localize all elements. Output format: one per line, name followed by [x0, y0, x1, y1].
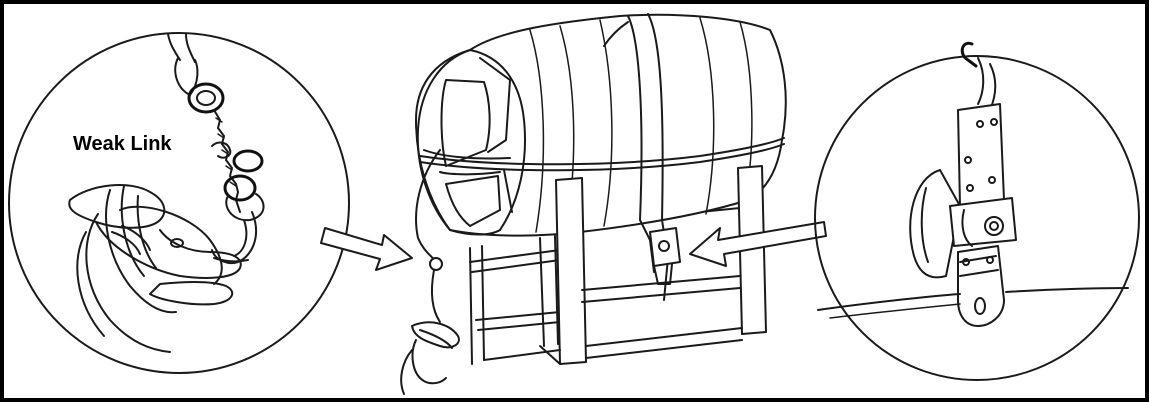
raft-canister-assembly	[400, 13, 787, 395]
pointer-arrow-left	[320, 227, 413, 271]
weak-link-detail-circle	[8, 32, 350, 374]
weak-link-label: Weak Link	[73, 133, 172, 155]
hydrostatic-release-detail-circle	[814, 41, 1140, 381]
pointer-arrow-right	[689, 221, 827, 267]
